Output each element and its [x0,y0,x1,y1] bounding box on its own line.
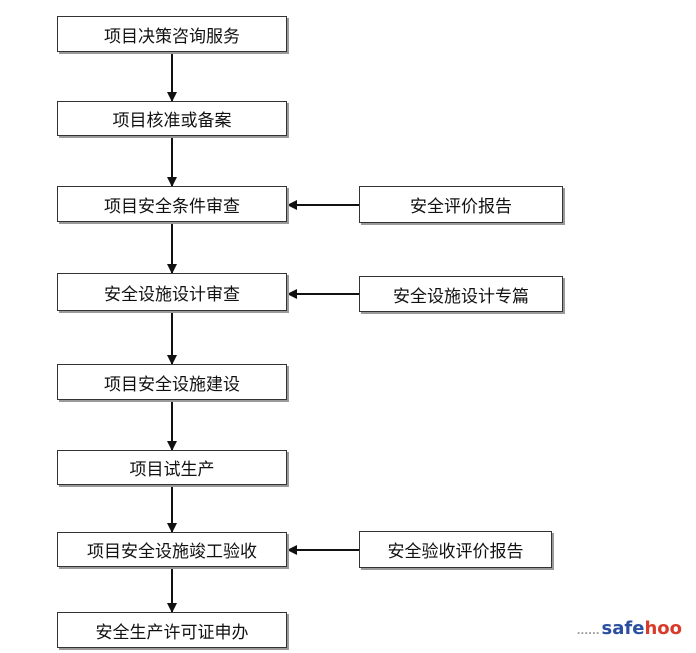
step-trial-production: 项目试生产 [57,450,287,485]
safehoo-watermark: ......safehoo [576,618,682,639]
input-safety-assessment-report: 安全评价报告 [359,186,563,223]
input-acceptance-assessment-report: 安全验收评价报告 [359,531,552,568]
input-safety-facility-design-chapter: 安全设施设计专篇 [359,276,563,312]
step-production-license-application: 安全生产许可证申办 [57,612,287,648]
step-safety-facility-construction: 项目安全设施建设 [57,364,287,400]
step-project-decision-consulting: 项目决策咨询服务 [57,16,287,52]
step-safety-conditions-review: 项目安全条件审查 [57,186,287,222]
step-completion-acceptance: 项目安全设施竣工验收 [57,532,287,567]
step-project-approval-or-filing: 项目核准或备案 [57,101,287,136]
step-safety-facility-design-review: 安全设施设计审查 [57,273,287,311]
